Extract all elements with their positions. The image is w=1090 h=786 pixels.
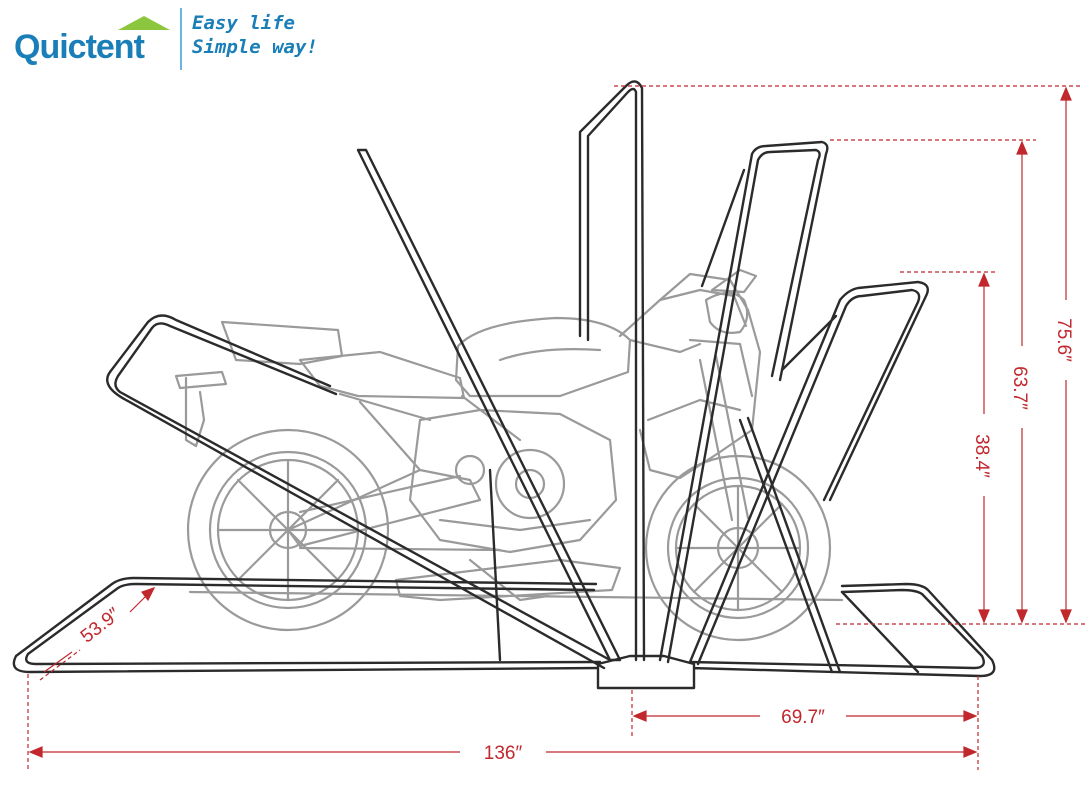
label-front-length: 69.7″: [781, 707, 825, 728]
brand-logo: Quictent Easy life Simple way!: [14, 8, 354, 78]
tent-frame: [12, 80, 996, 690]
rear-arm: [114, 322, 612, 662]
brand-divider: [180, 8, 182, 70]
tall-arm: [586, 87, 638, 662]
brand-name: Quictent: [14, 28, 145, 66]
dimension-lines: [27, 85, 1086, 770]
rear-wheel: [186, 428, 390, 632]
center-hub: [596, 654, 696, 690]
base-frame: [12, 576, 602, 674]
rod-1: [356, 148, 622, 662]
label-depth: 53.9″: [77, 604, 125, 648]
logo-roof-icon: [118, 16, 170, 30]
middle-arm: [658, 140, 829, 662]
label-total-height: 75.6″: [1053, 318, 1074, 362]
label-middle-height: 63.7″: [1009, 366, 1030, 410]
label-front-height: 38.4″: [971, 434, 992, 478]
tagline-line1: Easy life: [192, 12, 295, 34]
front-arm: [688, 280, 929, 664]
tagline-line2: Simple way!: [192, 36, 318, 58]
front-wheel: [644, 454, 832, 642]
label-total-length: 136″: [484, 743, 523, 764]
